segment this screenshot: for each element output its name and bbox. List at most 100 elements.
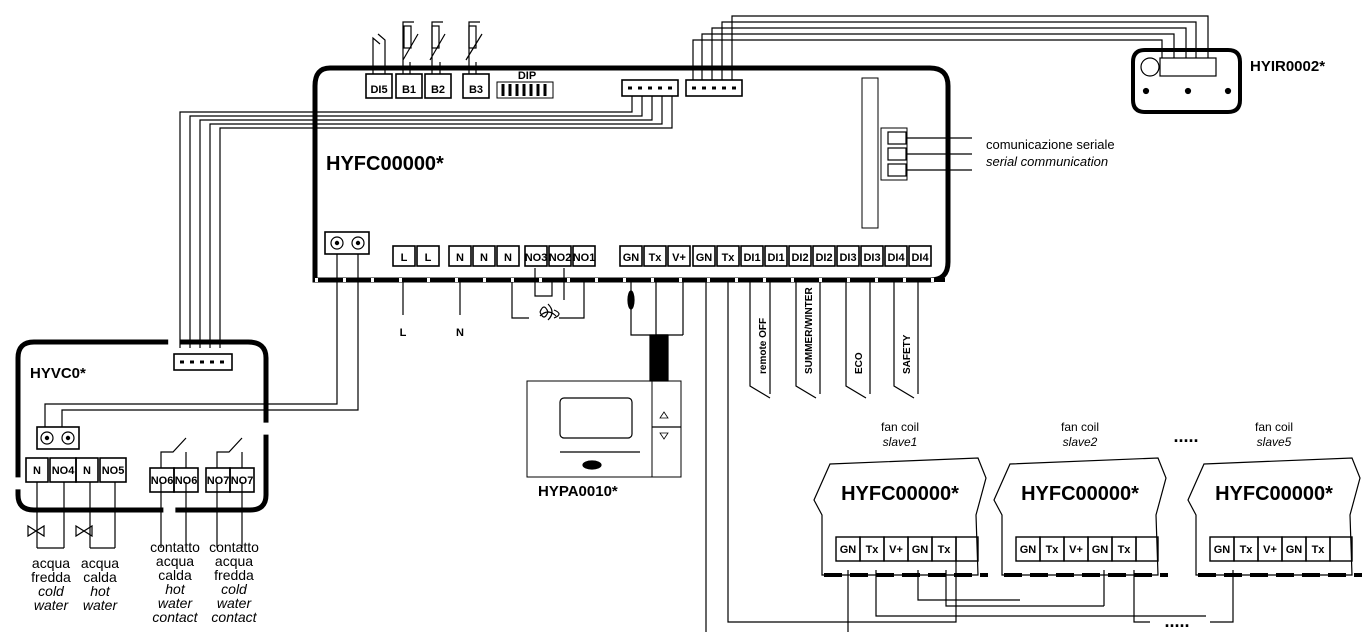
terminal-label: Tx: [722, 252, 736, 264]
serial-card: [861, 77, 879, 229]
terminal-label: N: [456, 252, 464, 264]
terminal-label: DI4: [887, 252, 905, 264]
terminal-box: [764, 245, 788, 267]
bus-ellipsis: .....: [1164, 611, 1189, 631]
main-controller-label: HYFC00000*: [326, 153, 444, 175]
output-label-en: water: [83, 597, 119, 613]
terminal-box: [416, 245, 440, 267]
di-safety-label: SAFETY: [902, 334, 913, 374]
output-label-it: calda: [83, 569, 117, 585]
terminal-box: [908, 245, 932, 267]
terminal-box: [667, 245, 691, 267]
serial-label-en: serial communication: [986, 154, 1108, 169]
terminal-label: V+: [672, 252, 686, 264]
valve-board-label: HYVC0*: [30, 365, 86, 382]
terminal-label: L: [425, 252, 432, 264]
output-label-en: cold: [38, 583, 65, 599]
slave-terminal-label: Tx: [1312, 544, 1326, 556]
output-label-en: contact: [152, 609, 198, 625]
output-label-en: cold: [221, 581, 248, 597]
supply-n-label: N: [456, 327, 464, 339]
terminal-box: [740, 245, 764, 267]
terminal-label: DI2: [815, 252, 832, 264]
slave-title: fan coil: [1255, 420, 1293, 434]
terminal-box: [392, 245, 416, 267]
slave-title: fan coil: [881, 420, 919, 434]
output-label-it: fredda: [214, 567, 254, 583]
slave-ellipsis: .....: [1173, 426, 1198, 446]
terminal-label: NO1: [573, 252, 596, 264]
terminal-box: [836, 245, 860, 267]
terminal-label: NO3: [525, 252, 548, 264]
valve-terminal-label: N: [33, 465, 41, 477]
terminal-panel-label: HYPA0010*: [538, 483, 618, 500]
slave-terminal-label: Tx: [1240, 544, 1254, 556]
contact-terminal-label: NO6: [175, 475, 198, 487]
terminal-box: [788, 245, 812, 267]
slave-sub: slave2: [1063, 435, 1098, 449]
main-board-outline: [312, 65, 951, 283]
output-label-en: water: [217, 595, 253, 611]
terminal-box: [884, 245, 908, 267]
terminal-box: [812, 245, 836, 267]
di-eco-label: ECO: [854, 352, 865, 374]
terminal-label: N: [480, 252, 488, 264]
output-label-en: hot: [165, 581, 186, 597]
terminal-panel-device: [526, 380, 682, 478]
slave-terminal-label: GN: [840, 544, 857, 556]
slave-sub: slave1: [883, 435, 918, 449]
terminal-label: GN: [623, 252, 640, 264]
terminal-label: DI3: [839, 252, 856, 264]
terminal-box: [619, 245, 643, 267]
slave-terminal-label: GN: [1092, 544, 1109, 556]
slave-sub: slave5: [1257, 435, 1292, 449]
input-b2: B2: [431, 84, 445, 96]
valve-terminal-label: NO4: [52, 465, 76, 477]
slave-terminal-label: V+: [1263, 544, 1277, 556]
valve-board-outline: [15, 339, 269, 513]
contact-terminal-label: NO7: [231, 475, 254, 487]
terminal-box: [716, 245, 740, 267]
dip-switch: [496, 81, 554, 99]
terminal-box: [860, 245, 884, 267]
ir-receiver-label: HYIR0002*: [1250, 58, 1325, 75]
contact-terminal-label: NO6: [151, 475, 174, 487]
input-b1: B1: [402, 84, 416, 96]
contact-terminal-label: NO7: [207, 475, 230, 487]
valve-terminal-label: NO5: [102, 465, 125, 477]
slave-terminal-label: GN: [1214, 544, 1231, 556]
slave-unit: [1187, 457, 1362, 577]
input-b3: B3: [469, 84, 483, 96]
slave-unit: [993, 457, 1168, 577]
slave-unit: [813, 457, 988, 577]
slave-terminal-label: Tx: [938, 544, 952, 556]
terminal-label: N: [504, 252, 512, 264]
output-label-en: hot: [90, 583, 111, 599]
output-label-en: water: [158, 595, 194, 611]
valve-terminal-box: [75, 457, 99, 483]
terminal-label: Tx: [649, 252, 663, 264]
terminal-label: GN: [696, 252, 713, 264]
terminal-label: NO2: [549, 252, 572, 264]
input-di5: DI5: [370, 84, 387, 96]
output-label-it: acqua: [81, 555, 119, 571]
terminal-label: DI4: [911, 252, 929, 264]
output-label-it: contatto: [209, 539, 259, 555]
slave-terminal-label: Tx: [1046, 544, 1060, 556]
valve-terminal-label: N: [83, 465, 91, 477]
output-label-en: water: [34, 597, 70, 613]
terminal-label: DI1: [767, 252, 784, 264]
supply-l-label: L: [400, 327, 407, 339]
terminal-box: [496, 245, 520, 267]
di-remote-off-label: remote OFF: [758, 318, 769, 374]
terminal-box: [524, 245, 548, 267]
terminal-label: L: [401, 252, 408, 264]
slave-terminal-label: GN: [1286, 544, 1303, 556]
ir-receiver-outline: [1131, 48, 1242, 114]
slave-terminal-label: Tx: [866, 544, 880, 556]
dip-label: DIP: [518, 70, 536, 82]
output-label-it: acqua: [156, 553, 194, 569]
output-label-it: contatto: [150, 539, 200, 555]
terminal-box: [448, 245, 472, 267]
